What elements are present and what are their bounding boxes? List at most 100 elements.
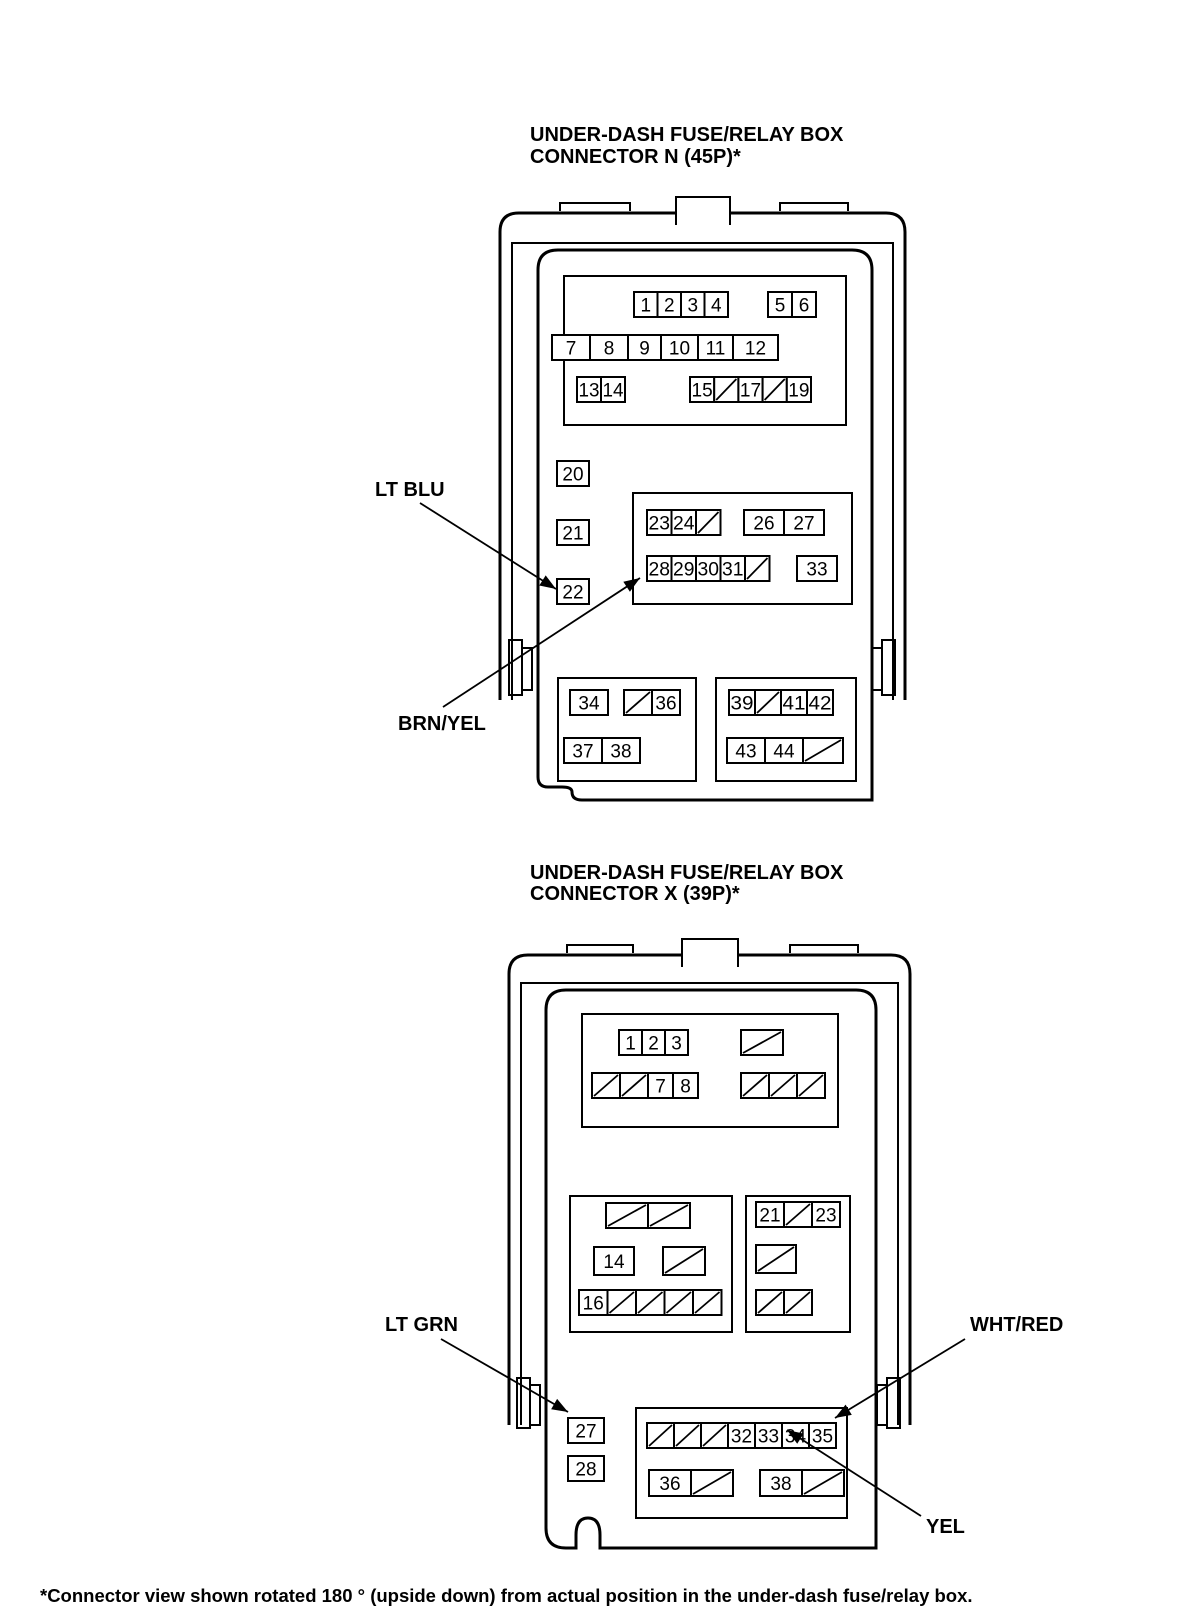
connector-x-wires: LT GRN WHT/RED YEL: [385, 1314, 1063, 1538]
cavity-outline: [556, 460, 590, 487]
cavity-outline: [672, 1072, 699, 1099]
connector-x-cavity: [740, 1072, 770, 1099]
connector-n-cavity: 39: [728, 689, 756, 716]
connector-x-cavity: [662, 1246, 706, 1276]
pin-number: 17: [740, 381, 761, 402]
arrowhead: [835, 1404, 852, 1418]
unused-cavity-slash: [608, 1291, 635, 1314]
pin-number: 21: [759, 1206, 780, 1227]
connector-n-cavity: 36: [651, 689, 681, 716]
pin-number: 28: [649, 560, 671, 581]
pin-number: 44: [773, 742, 795, 763]
connector-n-group-middle: [632, 492, 853, 605]
pin-number: 33: [806, 560, 827, 581]
connector-n-cavity: [623, 689, 653, 716]
unused-cavity-slash: [770, 1074, 796, 1097]
leader-line: [786, 1429, 922, 1517]
connector-x-title-line1: UNDER-DASH FUSE/RELAY BOX: [530, 862, 844, 884]
connector-n-cavity: 29: [670, 555, 697, 582]
connector-x-cavity: [605, 1202, 649, 1229]
connector-x-cavity: [663, 1289, 694, 1316]
pin-number: 23: [815, 1206, 836, 1227]
unused-cavity-slash: [694, 1291, 721, 1314]
cavity-outline: [567, 1455, 605, 1482]
connector-x-cavity: [690, 1469, 734, 1497]
connector-n-cavity: 3: [680, 291, 706, 318]
cavity-outline: [646, 509, 673, 536]
pin-number: 6: [799, 296, 810, 317]
pin-number: 43: [735, 742, 756, 763]
leader-line: [834, 1338, 966, 1419]
connector-x-cavity: [635, 1289, 666, 1316]
unused-cavity-slash: [692, 1471, 732, 1495]
unused-cavity-slash: [664, 1248, 704, 1274]
unused-cavity-slash: [798, 1074, 824, 1097]
pin-number: 29: [673, 560, 695, 581]
connector-n-cavity: 2: [656, 291, 682, 318]
connector-n-cavity: 24: [670, 509, 697, 536]
cavity-outline: [670, 509, 697, 536]
connector-n-cavity: 34: [569, 689, 609, 716]
wire-color-label: WHT/RED: [970, 1314, 1063, 1336]
unused-cavity-slash: [756, 691, 780, 714]
arrowhead: [787, 1430, 804, 1444]
pin-number: 20: [562, 465, 583, 486]
connector-n-cavity: 33: [796, 555, 838, 582]
connector-x-cavity: 1: [618, 1029, 643, 1056]
pin-number: 16: [583, 1294, 604, 1315]
pin-number: 27: [575, 1422, 596, 1443]
wire-callout: YEL: [786, 1429, 965, 1538]
cavity-outline: [646, 555, 673, 582]
wire-color-label: LT GRN: [385, 1314, 458, 1336]
connector-x-cavity: [740, 1029, 784, 1056]
connector-n-group-bottom-right: [715, 677, 857, 782]
connector-x-housing: [507, 938, 912, 1550]
pin-number: 7: [566, 339, 577, 360]
connector-n-cavity: 19: [785, 376, 812, 403]
unused-cavity-slash: [625, 691, 651, 714]
pin-number: 3: [671, 1034, 682, 1055]
pin-number: 22: [562, 583, 583, 604]
pin-number: 38: [770, 1474, 791, 1495]
pin-number: 4: [711, 296, 722, 317]
connector-n-cavity: [713, 376, 740, 403]
pin-number: 24: [673, 514, 695, 535]
connector-n-group-bottom-left: [557, 677, 697, 782]
cavity-outline: [811, 1201, 841, 1228]
cavity-outline: [759, 1469, 803, 1497]
pin-number: 5: [775, 296, 786, 317]
connector-n-cavity: [695, 509, 722, 536]
connector-x-cavity: [692, 1289, 723, 1316]
unused-cavity-slash: [649, 1204, 689, 1227]
connector-n-cavity: 5: [767, 291, 793, 318]
connector-x-cavity: 3: [664, 1029, 689, 1056]
connector-x-cavity: 28: [567, 1455, 605, 1482]
pin-number: 36: [655, 694, 676, 715]
pin-number: 14: [603, 1252, 625, 1273]
connector-n-cavity: 37: [563, 737, 603, 764]
arrowhead: [623, 578, 640, 592]
connector-n-cavity: 7: [551, 334, 591, 361]
pin-number: 23: [649, 514, 671, 535]
connector-n-cavity: 31: [719, 555, 746, 582]
wire-callout: WHT/RED: [834, 1314, 1063, 1419]
connector-x-cavity: 16: [578, 1289, 609, 1316]
connector-x-cavity: [606, 1289, 637, 1316]
arrowhead: [551, 1398, 568, 1412]
cavity-outline: [806, 689, 834, 716]
connector-n-cavity: 43: [726, 737, 766, 764]
connector-x-pins: 12378141621232728323334353638: [567, 1029, 845, 1497]
connector-x-group-middle-right: [745, 1195, 851, 1333]
connector-x-cavity: 35: [808, 1422, 837, 1449]
connector-x-cavity: 27: [567, 1417, 605, 1444]
connector-n-cavity: [802, 737, 844, 764]
pin-number: 2: [664, 296, 675, 317]
connector-x-cavity: 7: [647, 1072, 674, 1099]
unused-cavity-slash: [804, 739, 842, 762]
pin-number: 42: [809, 694, 832, 715]
pin-number: 28: [575, 1460, 596, 1481]
pin-number: 15: [692, 381, 713, 402]
connector-n-cavity: 6: [791, 291, 817, 318]
pin-number: 9: [639, 339, 650, 360]
